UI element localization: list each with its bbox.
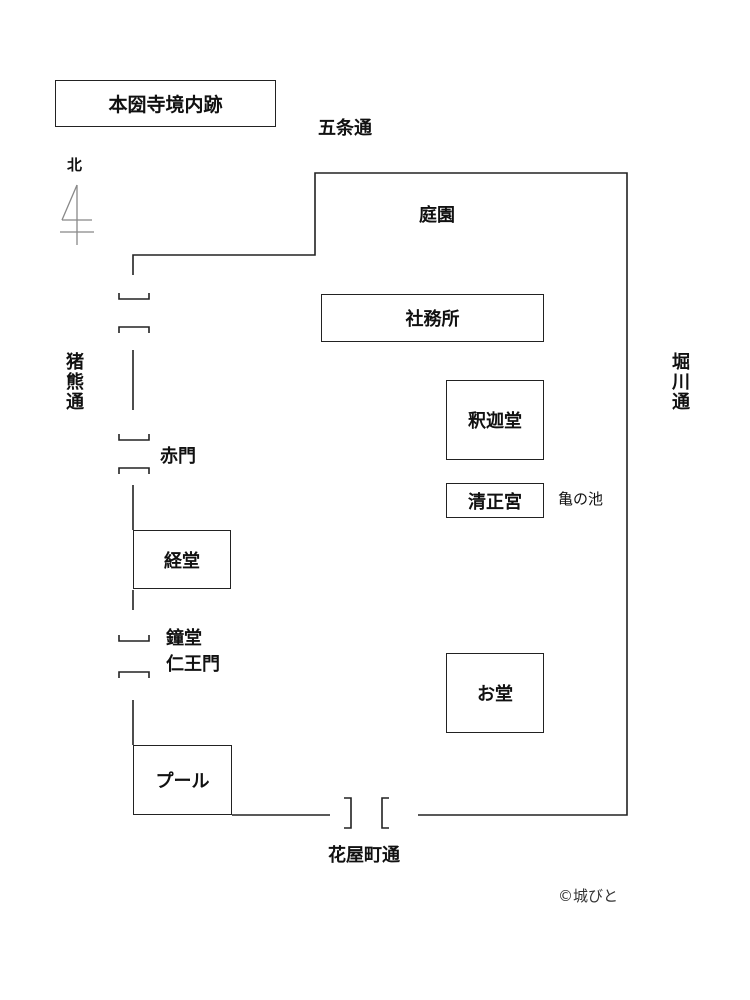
north-arrow-icon <box>60 184 94 245</box>
south-gate <box>344 797 389 829</box>
road-bottom: 花屋町通 <box>328 845 400 866</box>
road-right: 堀川通 <box>669 352 690 412</box>
pool-area: プール <box>133 745 232 815</box>
site-boundary <box>132 172 628 816</box>
north-label: 北 <box>67 156 83 174</box>
shodo-label: 鐘堂 <box>166 628 202 649</box>
kiyomasa-shrine: 清正宮 <box>446 483 544 518</box>
kame-pond-label: 亀の池 <box>558 490 604 508</box>
niomon-label: 仁王門 <box>166 654 220 675</box>
west-gates <box>118 293 150 678</box>
road-top: 五条通 <box>318 118 372 139</box>
garden-label: 庭園 <box>419 205 455 226</box>
office-building: 社務所 <box>321 294 544 342</box>
akamon-label: 赤門 <box>160 446 196 467</box>
road-left: 猪熊通 <box>63 352 84 412</box>
odo-building: お堂 <box>446 653 544 733</box>
copyright: ©城びと <box>558 887 619 905</box>
kyodo-building: 経堂 <box>133 530 231 589</box>
shaka-hall: 釈迦堂 <box>446 380 544 460</box>
map-title: 本圀寺境内跡 <box>55 80 276 127</box>
